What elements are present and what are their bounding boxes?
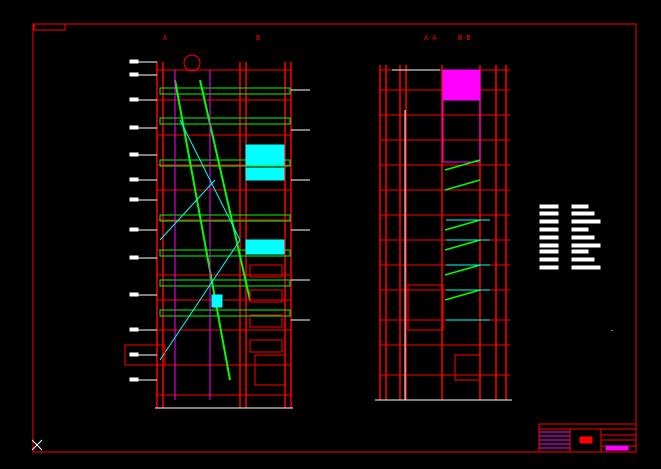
duct-line	[159, 179, 216, 241]
note-text-bar	[571, 235, 595, 240]
note-text-bar	[539, 257, 559, 262]
axis-marker-b: B	[256, 34, 261, 42]
stair-flight	[444, 219, 481, 231]
note-text-bar	[539, 265, 559, 270]
elevation-tag	[129, 255, 139, 260]
elevation-tag	[129, 97, 139, 102]
side-elevation-view	[124, 54, 310, 409]
note-text-bar	[571, 265, 601, 270]
elevation-tag	[129, 377, 139, 382]
elevation-tag	[129, 327, 139, 332]
duct-block	[245, 167, 285, 181]
platform-walkway	[159, 117, 291, 125]
section-label-b-b: B-B	[458, 34, 471, 42]
stair-flight	[444, 264, 481, 276]
elevation-tag	[129, 125, 139, 130]
stair-flight	[444, 239, 481, 251]
section-label-a-a: A-A	[424, 34, 437, 42]
duct-block	[211, 294, 223, 308]
axis-marker-a: A	[163, 34, 168, 42]
equipment-frame	[249, 314, 283, 328]
ucs-icon	[31, 439, 43, 451]
duct-block	[245, 144, 285, 166]
platform-walkway	[159, 279, 291, 287]
base-equipment	[254, 354, 286, 386]
note-text-bar	[571, 243, 601, 248]
technical-notes-block	[539, 204, 613, 331]
elevation-tag	[129, 177, 139, 182]
boiler-top-block	[442, 69, 481, 101]
duct-line	[179, 119, 241, 241]
note-text-bar	[571, 211, 595, 216]
title-block-text	[605, 445, 629, 451]
elevation-tag	[129, 72, 139, 77]
drawing-number-box	[33, 23, 66, 31]
base-equipment	[454, 354, 481, 381]
stair-flight	[199, 79, 251, 301]
equipment-frame	[249, 264, 283, 278]
platform-walkway	[159, 159, 291, 167]
title-block	[538, 423, 637, 453]
note-text-bar	[571, 219, 601, 224]
economizer-frame	[407, 284, 444, 331]
stair-flight	[444, 179, 481, 191]
stair-flight	[174, 79, 231, 381]
platform-walkway	[159, 87, 291, 95]
note-text-bar	[539, 243, 559, 248]
elevation-tag	[129, 197, 139, 202]
duct-block	[245, 239, 285, 255]
equipment-frame	[249, 339, 283, 353]
note-text-bar	[539, 211, 559, 216]
note-text-bar	[571, 249, 589, 254]
equipment-frame	[249, 289, 283, 303]
platform-walkway	[159, 249, 291, 257]
platform-walkway	[159, 309, 291, 317]
note-text-bar	[571, 204, 589, 209]
note-text-bar	[571, 227, 589, 232]
duct-line	[159, 239, 241, 361]
elevation-tag	[129, 352, 139, 357]
platform-walkway	[159, 214, 291, 222]
note-text-bar	[571, 257, 595, 262]
note-text-bar	[539, 249, 559, 254]
stack-outlet	[183, 54, 201, 72]
title-block-frame	[538, 423, 637, 453]
section-view	[375, 65, 512, 401]
boiler-drum	[442, 99, 481, 163]
elevation-tag	[129, 292, 139, 297]
note-text-bar	[539, 227, 559, 232]
note-text-bar	[539, 219, 559, 224]
base-equipment	[124, 344, 166, 366]
note-text-bar	[539, 235, 559, 240]
company-logo	[579, 436, 593, 444]
note-text-bar	[539, 204, 559, 209]
elevation-tag	[129, 152, 139, 157]
stair-flight	[444, 159, 481, 171]
stair-flight	[444, 289, 481, 301]
elevation-tag	[129, 59, 139, 64]
elevation-tag	[129, 227, 139, 232]
drawing-frame	[32, 23, 637, 453]
